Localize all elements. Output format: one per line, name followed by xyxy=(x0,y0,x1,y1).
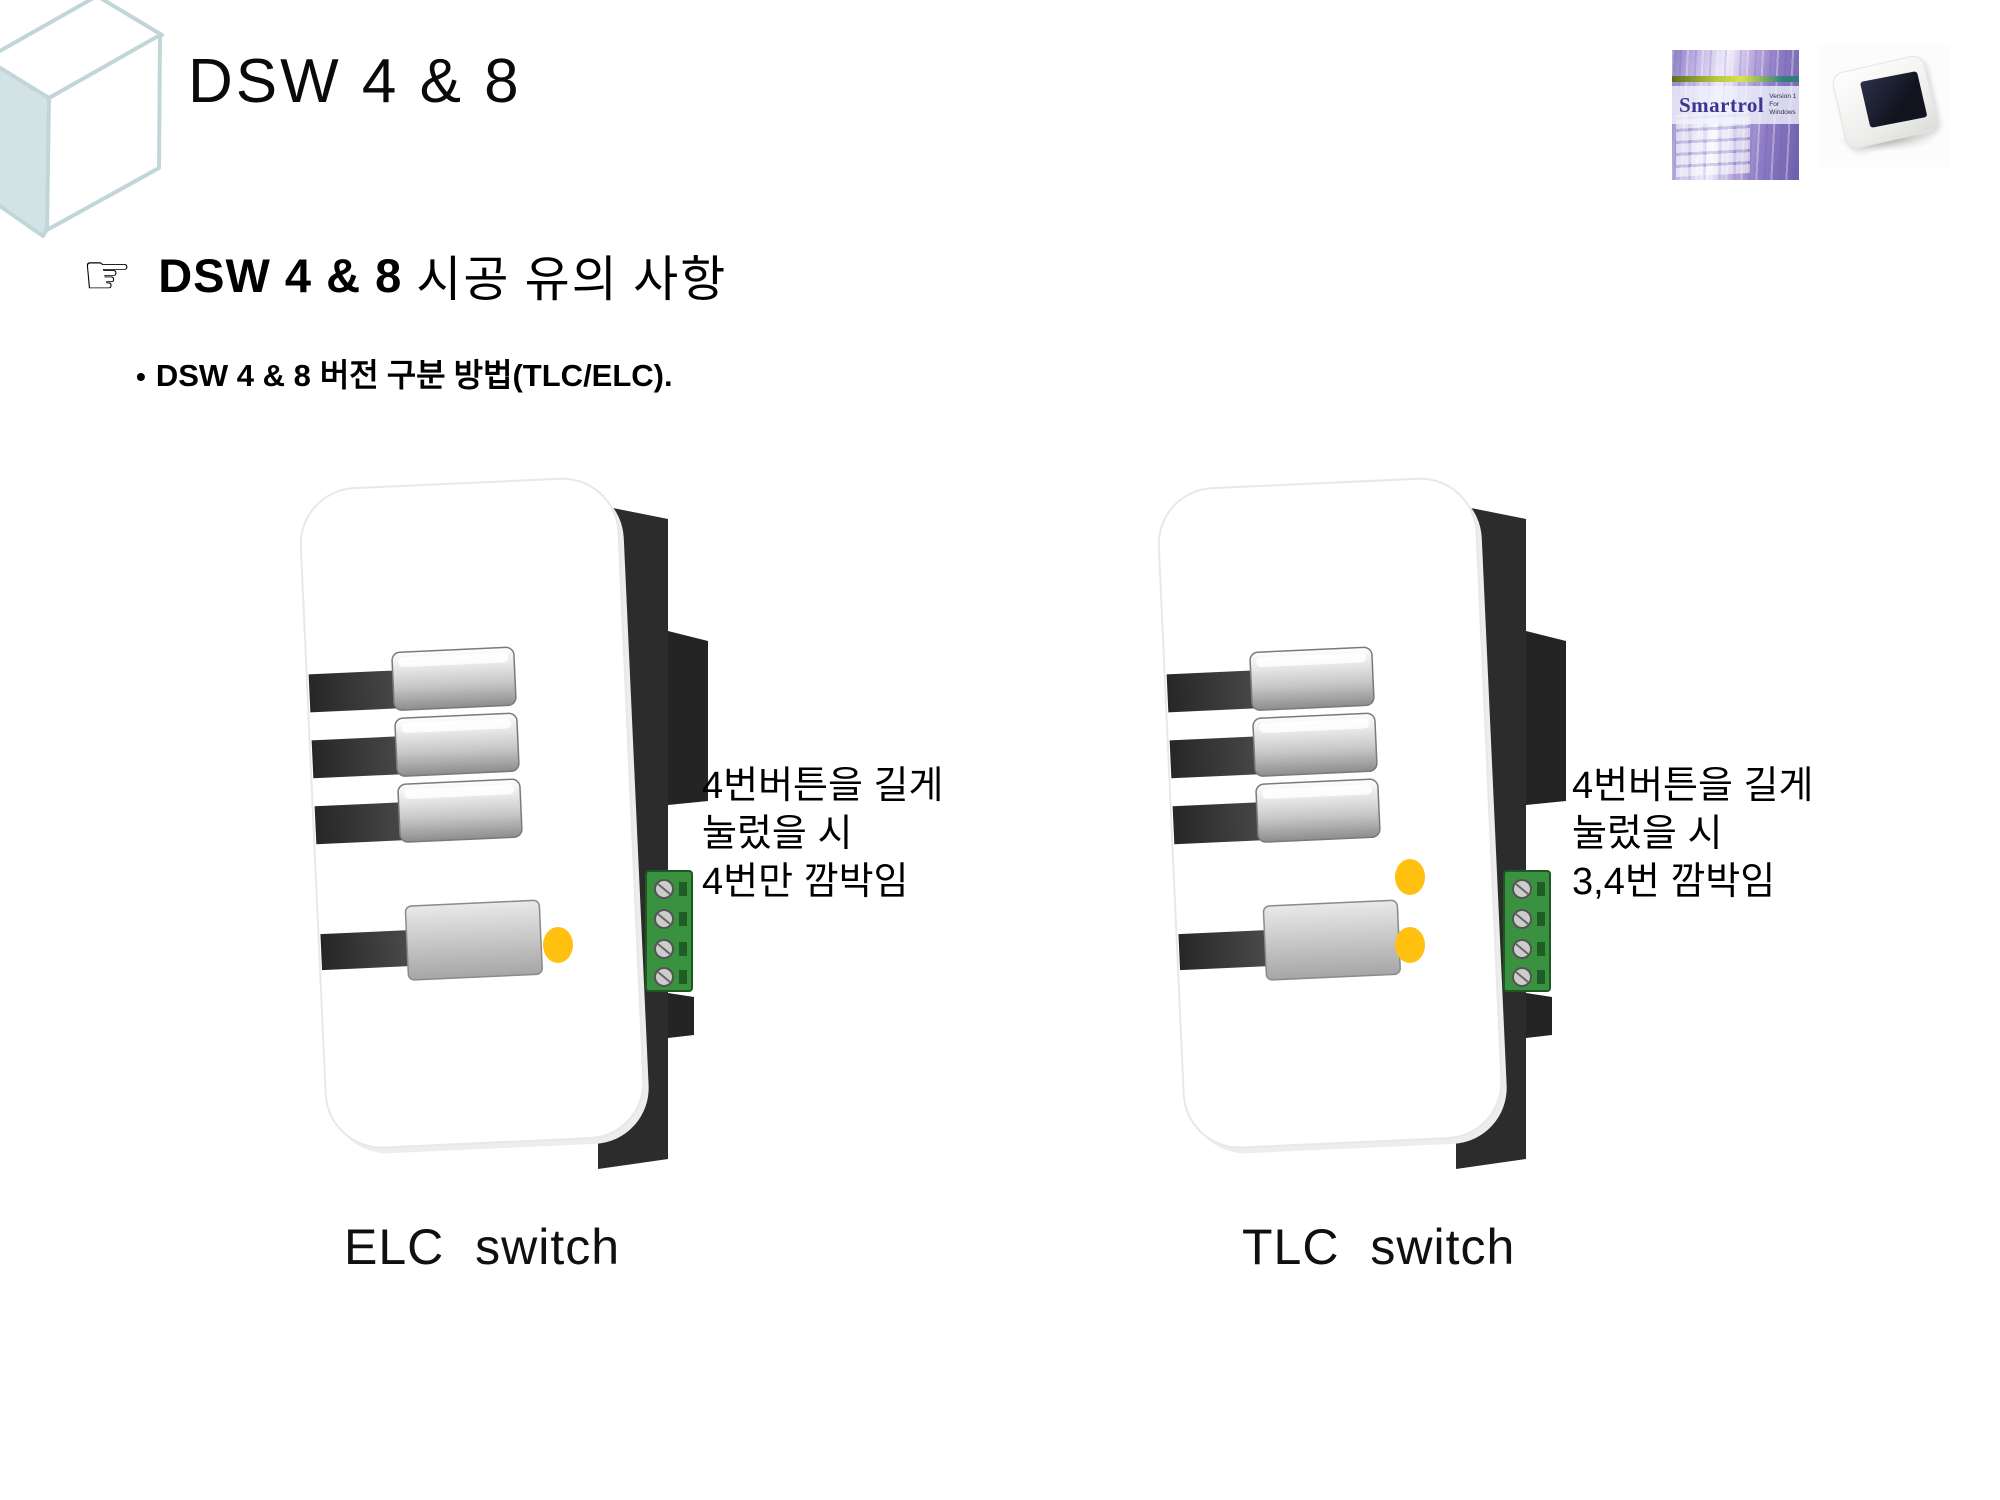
indicator-dot-4 xyxy=(1395,927,1425,963)
indicator-dot-3 xyxy=(1395,859,1425,895)
bullet-line: • DSW 4 & 8 버전 구분 방법 (TLC/ELC). xyxy=(136,350,673,396)
section-heading: ☞ DSW 4 & 8 시공 유의 사항 xyxy=(82,240,727,311)
heading-korean: 시공 유의 사항 xyxy=(416,252,728,307)
switch-buttons[interactable] xyxy=(391,646,543,981)
indicator-dot-4 xyxy=(543,927,573,963)
touch-panel-photo xyxy=(1820,45,1950,167)
switch-faceplate xyxy=(1158,477,1507,1154)
annotation-line: 4번버튼을 길게 xyxy=(1572,765,1814,807)
bullet-korean: 버전 구분 방법 xyxy=(319,357,513,393)
switch-faceplate xyxy=(300,477,649,1154)
switch-buttons[interactable] xyxy=(1249,646,1401,981)
pointer-hand-icon: ☞ xyxy=(82,242,133,308)
smartrol-box-image: Smartrol Version 1 For Windows xyxy=(1672,50,1799,180)
elc-switch-photo xyxy=(300,477,708,1169)
bullet-marker: • xyxy=(136,361,146,392)
smartrol-platform: For Windows xyxy=(1769,101,1796,116)
smartrol-version: Version 1 xyxy=(1769,93,1797,100)
smartrol-version-text: Version 1 For Windows xyxy=(1769,93,1799,117)
cube-logo xyxy=(0,0,164,238)
tlc-switch-photo xyxy=(1158,477,1566,1169)
page-title: DSW 4 & 8 xyxy=(188,47,522,116)
terminal-block xyxy=(1503,870,1551,992)
annotation-line: 4번만 깜박임 xyxy=(702,861,909,903)
elc-annotation: 4번버튼을 길게 눌렀을 시 4번만 깜박임 xyxy=(702,762,1052,906)
annotation-line: 눌렀을 시 xyxy=(702,813,853,855)
tlc-switch-label: TLC switch xyxy=(1242,1219,1516,1275)
elc-switch-label: ELC switch xyxy=(344,1219,621,1275)
bullet-product: DSW 4 & 8 xyxy=(155,358,311,393)
annotation-line: 3,4번 깜박임 xyxy=(1572,861,1776,903)
smartrol-accent-stripe xyxy=(1672,76,1799,82)
bullet-suffix: (TLC/ELC). xyxy=(512,358,673,393)
smartrol-wordmark: Smartrol xyxy=(1679,92,1765,117)
annotation-line: 4번버튼을 길게 xyxy=(702,765,944,807)
touch-panel-screen xyxy=(1859,71,1928,128)
heading-product: DSW 4 & 8 xyxy=(158,249,403,302)
annotation-line: 눌렀을 시 xyxy=(1572,813,1723,855)
terminal-block xyxy=(645,870,693,992)
tlc-annotation: 4번버튼을 길게 눌렀을 시 3,4번 깜박임 xyxy=(1572,762,1922,906)
smartrol-title-band: Smartrol Version 1 For Windows xyxy=(1672,86,1799,124)
